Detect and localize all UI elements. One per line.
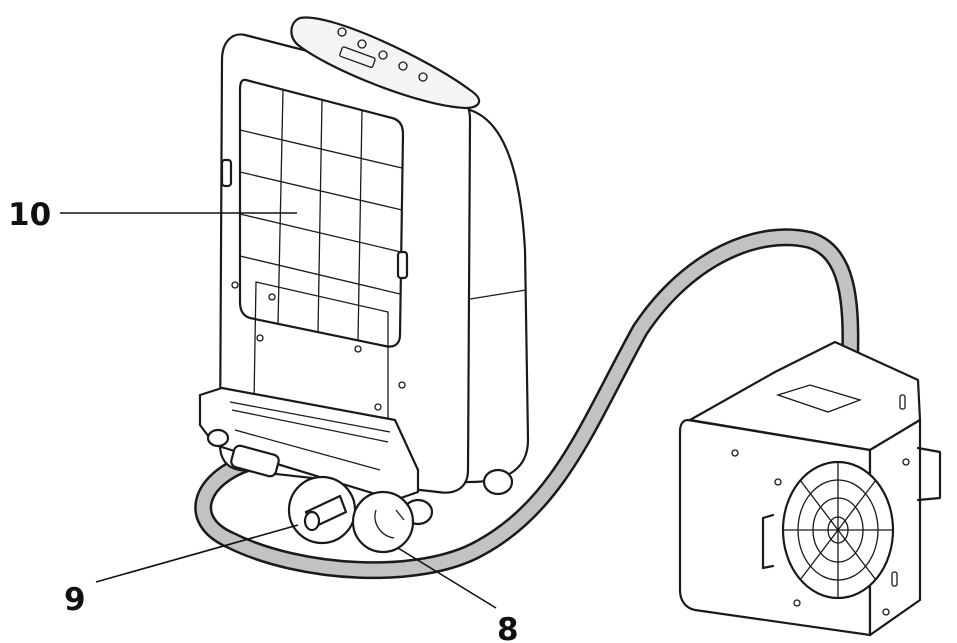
- screw: [374, 403, 382, 411]
- detail-circle-8: [351, 490, 415, 554]
- fan-grille: [781, 460, 895, 600]
- control-panel: [290, 16, 481, 110]
- panel-screws: [231, 281, 406, 411]
- mount-slot: [899, 394, 906, 410]
- leader-line-9: [95, 524, 299, 583]
- wheel: [482, 468, 514, 496]
- callout-label-8: 8: [497, 612, 519, 643]
- hose-connector: [230, 444, 280, 478]
- screw: [774, 478, 782, 486]
- screw: [902, 458, 910, 466]
- control-button: [357, 39, 367, 49]
- screw: [882, 608, 890, 616]
- callout-8: 8: [397, 547, 519, 643]
- callout-label-10: 10: [8, 197, 51, 233]
- blower-unit: [678, 340, 942, 637]
- blower-handle: [916, 446, 942, 502]
- unit-side-panel: [458, 108, 530, 484]
- screw: [731, 449, 739, 457]
- control-button: [337, 27, 347, 37]
- callout-label-9: 9: [64, 582, 86, 618]
- base-tray: [198, 386, 420, 502]
- screw: [398, 381, 406, 389]
- right-latch: [396, 250, 409, 280]
- screw: [354, 345, 362, 353]
- main-unit: [198, 16, 530, 554]
- blower-handle: [761, 513, 775, 570]
- control-button: [378, 50, 388, 60]
- left-latch: [220, 158, 233, 188]
- control-buttons: [337, 27, 428, 82]
- mount-slot: [891, 571, 898, 587]
- screw: [256, 334, 264, 342]
- control-display: [339, 46, 376, 68]
- control-button: [418, 72, 428, 82]
- drain-hose: [194, 228, 860, 580]
- control-button: [398, 61, 408, 71]
- side-seam: [463, 289, 527, 301]
- screw: [231, 281, 239, 289]
- callout-9: 9: [64, 524, 299, 618]
- screw: [793, 599, 801, 607]
- leader-line-8: [397, 547, 497, 609]
- filter-grille: [238, 78, 405, 348]
- wheel: [206, 428, 230, 448]
- screw: [268, 293, 276, 301]
- callout-10: 10: [8, 197, 297, 233]
